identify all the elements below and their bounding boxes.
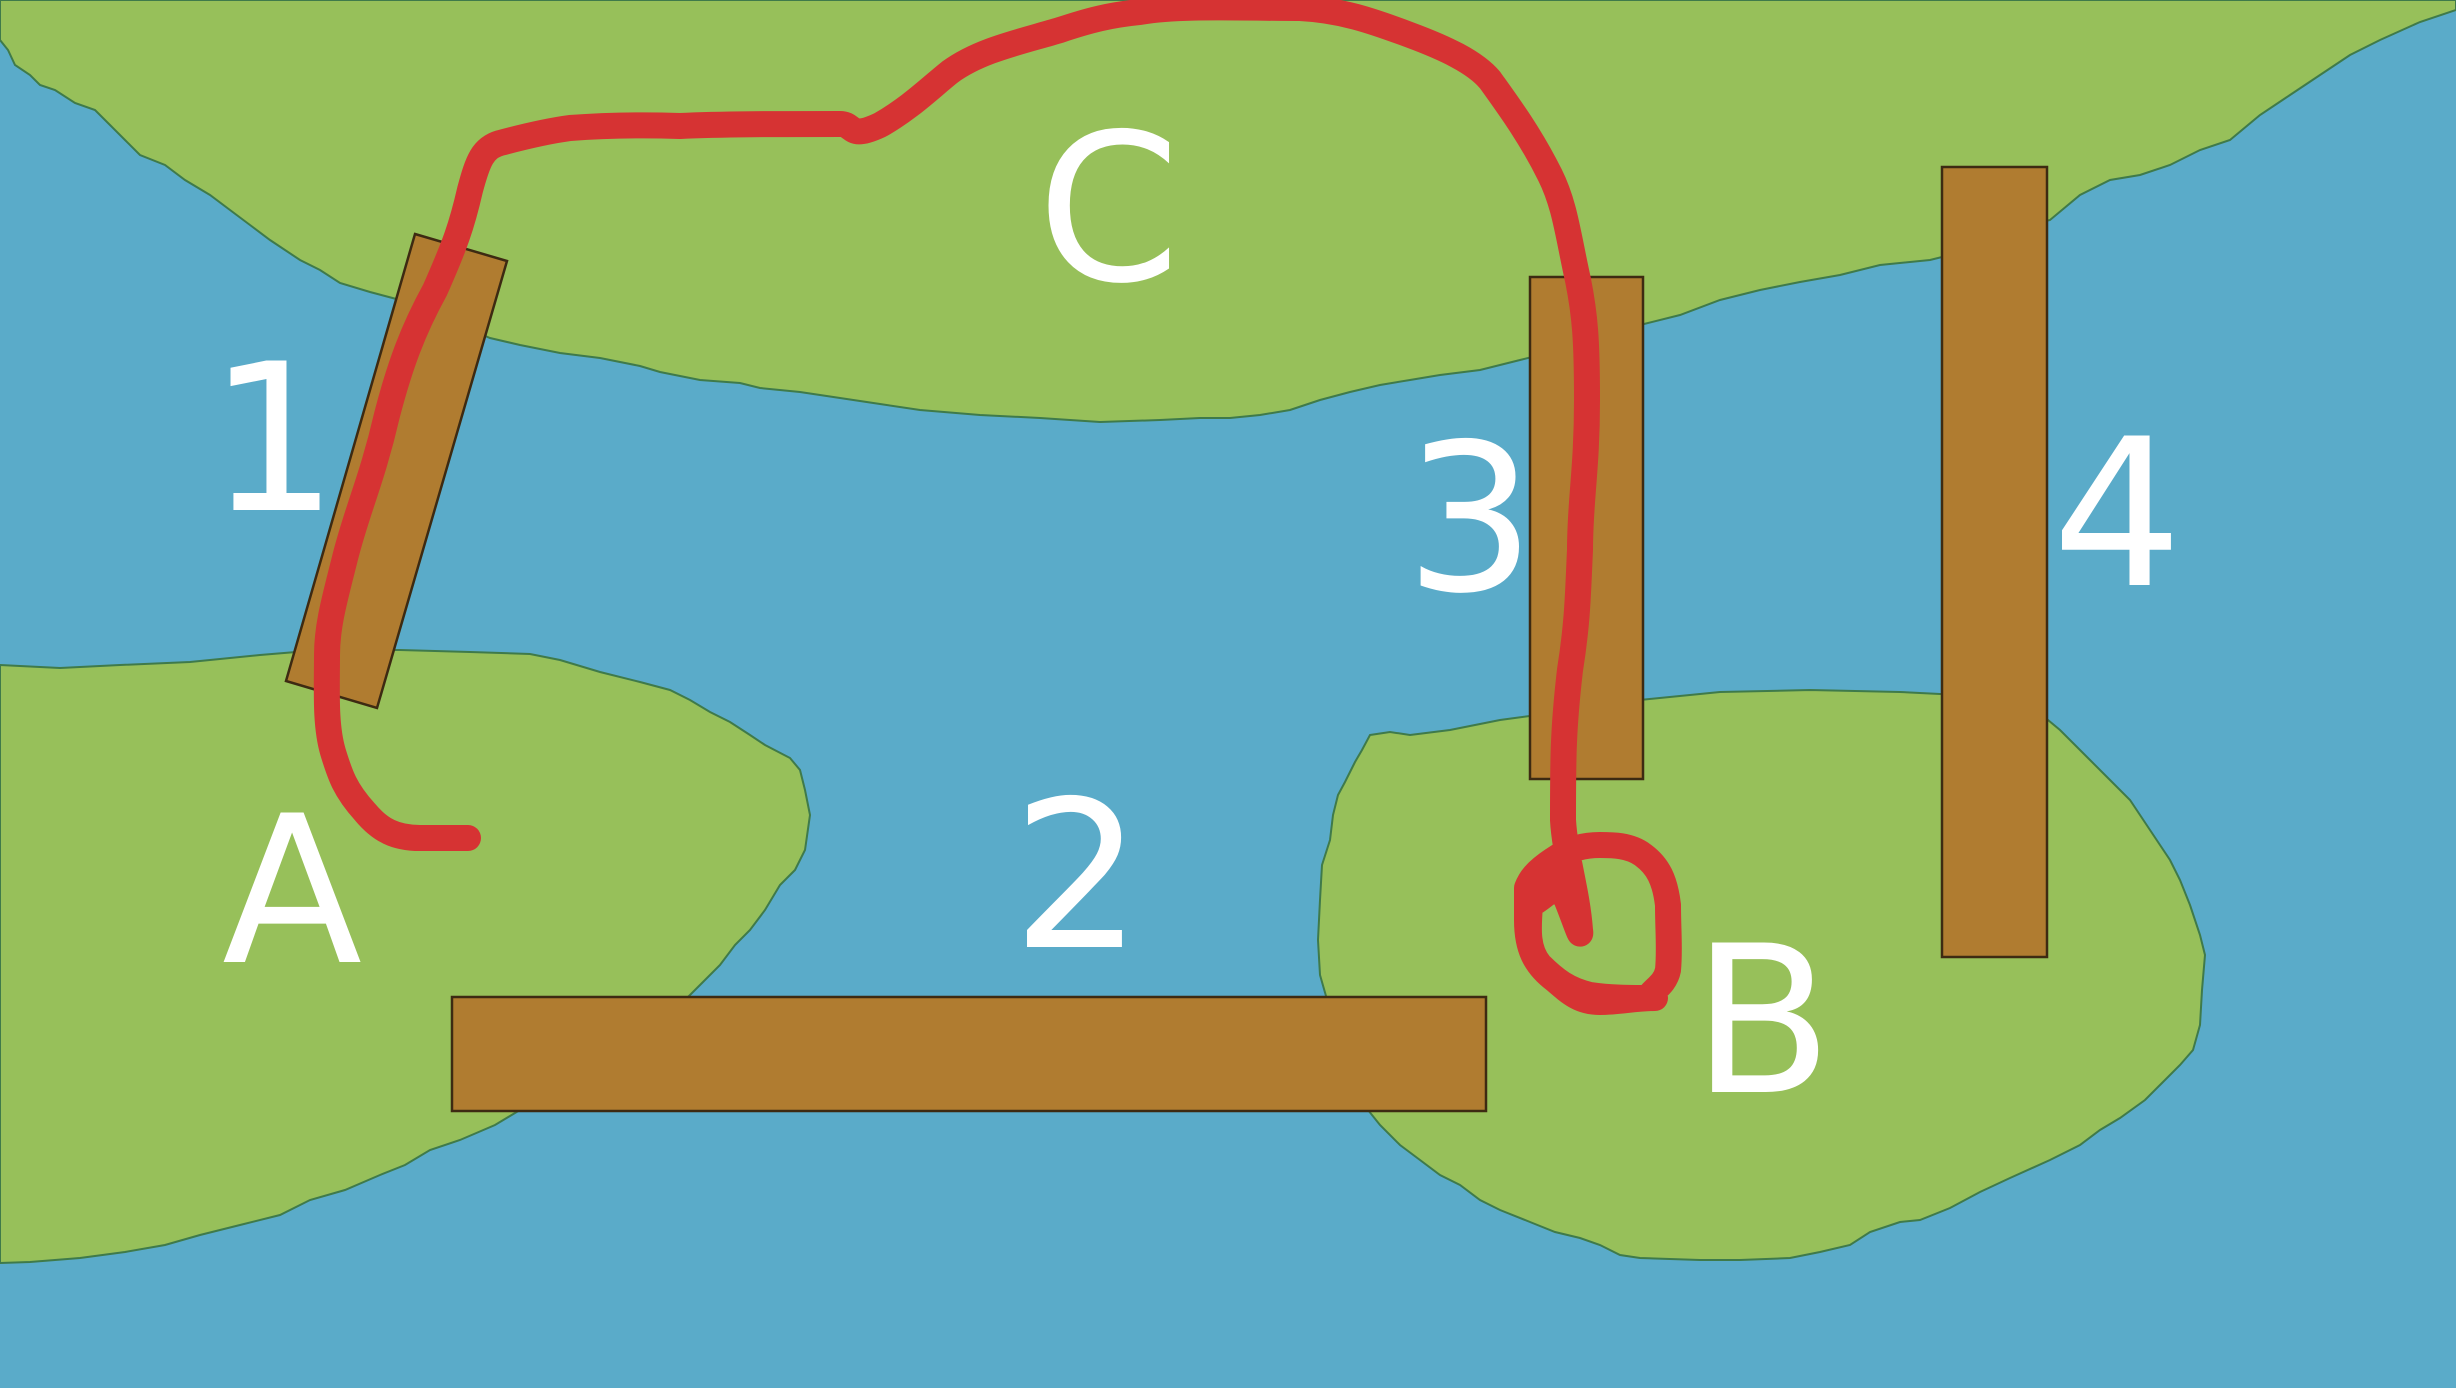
label-bridge-3: 3 xyxy=(1405,401,1535,639)
label-region-c: C xyxy=(1037,91,1180,329)
label-bridge-4: 4 xyxy=(2052,396,2182,634)
label-region-a: A xyxy=(222,773,362,1011)
route-path xyxy=(313,0,1682,1015)
label-bridge-1: 1 xyxy=(208,321,338,559)
label-region-b: B xyxy=(1692,903,1833,1141)
bridge-2 xyxy=(450,995,1488,1113)
land-c xyxy=(0,0,2456,424)
land-a xyxy=(0,649,812,1265)
bridge-4 xyxy=(1940,165,2049,959)
label-bridge-2: 2 xyxy=(1012,758,1142,996)
